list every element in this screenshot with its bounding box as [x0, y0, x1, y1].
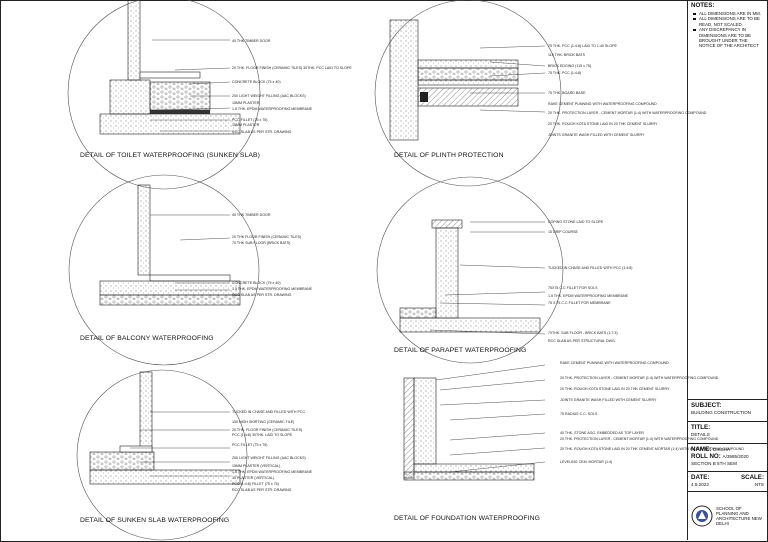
name-cell: NAME: DIKSHA ROLL NO: A/3985/2020 SECTIO… — [688, 444, 767, 472]
detail-balcony-label: 70 THK SUB FLOOR (BRICK BATS) — [232, 241, 291, 245]
section-value: SECTION B 5TH SEM — [691, 461, 737, 466]
subject-cell: SUBJECT: BUILDING CONSTRUCTION — [688, 400, 767, 422]
date-label: DATE: — [691, 474, 710, 481]
note-item: ANY DISCREPANCY IN DIMENSIONS ARE TO BE … — [691, 27, 764, 49]
detail-parapet-label: TUCKED IN CHASE AND FILLED WITH PCC (1:4… — [548, 266, 633, 270]
detail-foundation-label: 20 THK. PROTECTION LAYER - CEMENT MORTAR… — [560, 376, 719, 380]
detail-sunken-caption: DETAIL OF SUNKEN SLAB WATERPROOFING — [80, 517, 230, 524]
title-block: NOTES: ALL DIMENSIONS ARE IN MM. ALL DIM… — [687, 0, 767, 540]
detail-foundation-label: LEVELING CEM. MORTAR (1:4) — [560, 460, 613, 464]
detail-sunken-label: RCC SLAB AS PER STR. DRAWING — [232, 488, 292, 492]
detail-plinth-label: 20 THK. ROUGH KOTA STONE LAID IN 20 THK … — [548, 122, 658, 126]
detail-toilet-label: 20 THK. FLOOR FINISH (CERAMIC TILES) 30T… — [232, 66, 352, 70]
date-scale-cell: DATE: SCALE: 4.9.2022 NTS — [688, 472, 767, 492]
detail-sunken-label: PCC (1:4:8) FILLET (75 x 75) — [232, 482, 279, 486]
detail-plinth-label: JOINTS GRANITE WASH FILLED WITH CEMENT S… — [548, 133, 645, 137]
detail-plinth-label: BRICK EDGING (115 x 75) — [548, 64, 592, 68]
detail-plinth-label: 115 THK. BRICK BATS — [548, 53, 585, 57]
name-row: NAME: DIKSHA — [691, 446, 764, 453]
detail-sunken-label: 150 HIGH SKIRTING (CERAMIC TILE) — [232, 420, 295, 424]
detail-balcony-caption: DETAIL OF BALCONY WATERPROOFING — [80, 335, 214, 342]
detail-sunken-label: PCC (1:4:8) 30THK. LAID TO SLOPE — [232, 433, 292, 437]
roll-value: A/3985/2020 — [722, 454, 749, 459]
detail-sunken-label: 200 LIGHT WEIGHT FILLING (AAC BLOCKS) — [232, 456, 306, 460]
notes-heading: NOTES: — [691, 2, 715, 9]
name-label: NAME: — [691, 446, 712, 453]
detail-sunken-slab-drawing — [76, 369, 248, 541]
detail-toilet-label: PCC FILLET (75 x 75) — [232, 118, 268, 122]
detail-parapet-label: 75X75 C.C FILLET FOR SOLS — [548, 286, 598, 290]
detail-foundation-label: 20 THK. PROTECTION LAYER - CEMENT MORTAR… — [560, 437, 719, 441]
notes-panel: NOTES: ALL DIMENSIONS ARE IN MM. ALL DIM… — [688, 0, 767, 400]
school-cell: SCHOOL OF PLANNING AND ARCHITECTURE NEW … — [688, 492, 767, 540]
date-scale-values: 4.9.2022 NTS — [691, 482, 764, 487]
detail-balcony-label: CONCRETE BLOCK (75 x 40) — [232, 281, 281, 285]
detail-foundation-label: 20 THK. ROUGH KOTA STONE LAID IN 20 THK … — [560, 447, 744, 451]
detail-parapet-label: 70THK. SUB FLOOR - BRICK BATS (1:7:3) — [548, 331, 618, 335]
detail-sunken-label: 15MM PLASTER (VERTICAL) — [232, 464, 281, 468]
school-logo-icon — [691, 505, 713, 527]
detail-foundation-label: JOINTS GRANITE WASH FILLED WITH CEMENT S… — [560, 398, 657, 402]
note-item: ALL DIMENSIONS ARE TO BE READ, NOT SCALE… — [691, 16, 764, 27]
detail-plinth-label: RAKE CEMENT PUNNING WITH WATERPROOFING C… — [548, 102, 657, 106]
detail-parapet-label: 1.5 THK. EPDM WATERPROOFING MEMBRANE — [548, 294, 629, 298]
detail-foundation-label: RAKE CEMENT PUNNING WITH WATERPROOFING C… — [560, 361, 669, 365]
title-label: TITLE: — [691, 424, 711, 431]
detail-parapet-label: RCC SLAB AS PER STRUCTURAL DWG. — [548, 339, 616, 343]
detail-toilet-drawing — [67, 0, 261, 190]
detail-foundation-label: 20 THK. ROUGH KOTA STONE LAID IN 20 THK … — [560, 387, 670, 391]
detail-balcony-drawing — [68, 174, 260, 366]
date-scale-labels: DATE: SCALE: — [691, 474, 764, 481]
detail-balcony-label: 20 THK FLOOR FINISH (CERAMIC TILES) — [232, 235, 302, 239]
name-value: DIKSHA — [713, 447, 731, 452]
detail-parapet-label: 15 DRIP COURSE — [548, 230, 578, 234]
roll-row: ROLL NO: A/3985/2020 — [691, 453, 764, 460]
detail-toilet-label: 40 THK TIMBER DOOR — [232, 39, 271, 43]
detail-foundation-label: 40 THK. STONE AGG. EMBEDDED AS TOP LAYER — [560, 431, 644, 435]
detail-toilet-label: 1.5 THK. EPDM WATERPROOFING MEMBRANE — [232, 107, 313, 111]
roll-label: ROLL NO: — [691, 453, 721, 460]
detail-balcony-label: 40 THK TIMBER DOOR — [232, 213, 271, 217]
detail-toilet-label: CONCRETE BLOCK (75 x 40) — [232, 80, 281, 84]
detail-plinth-label: 75 THK. PCC (1:4:8) LAID TO 1:40 SLOPE — [548, 44, 617, 48]
detail-plinth-label: 75 THK. PCC (1:4:8) — [548, 71, 582, 75]
detail-parapet-label: COPING STONE LAID TO SLOPE — [548, 220, 604, 224]
detail-toilet-label: 15MM PLASTER — [232, 123, 260, 127]
scale-label: SCALE: — [740, 474, 764, 481]
detail-toilet-label: 15MM PLASTER — [232, 101, 260, 105]
detail-foundation-drawing — [403, 364, 546, 481]
detail-balcony-label: RCC SLAB AS PER STR. DRAWING — [232, 293, 292, 297]
note-item: ALL DIMENSIONS ARE IN MM. — [691, 11, 764, 16]
detail-sunken-label: PCC FILLET (75 x 75) — [232, 443, 268, 447]
detail-parapet-caption: DETAIL OF PARAPET WATERPROOFING — [394, 347, 527, 354]
detail-toilet-label: RCC SLAB AS PER STR. DRAWING — [232, 130, 292, 134]
title-value: DETAILS — [691, 432, 710, 437]
detail-sunken-label: 20 THK. FLOOR FINISH (CERAMIC TILES) — [232, 428, 303, 432]
detail-plinth-label: 75 THK. BOARD BASE — [548, 91, 586, 95]
subject-label: SUBJECT: — [691, 402, 722, 409]
title-cell: TITLE: DETAILS — [688, 422, 767, 444]
detail-sunken-label: TUCKED IN CHASE AND FILLED WITH PCC — [232, 410, 306, 414]
date-value: 4.9.2022 — [691, 482, 709, 487]
detail-toilet-label: 200 LIGHT WEIGHT FILLING (AAC BLOCKS) — [232, 94, 306, 98]
detail-foundation-label: 75 RADIUS C.C. SOLS — [560, 412, 598, 416]
detail-plinth-label: 20 THK. PROTECTION LAYER - CEMENT MORTAR… — [548, 111, 707, 115]
notes-list: ALL DIMENSIONS ARE IN MM. ALL DIMENSIONS… — [691, 11, 764, 49]
detail-plinth-drawing — [374, 0, 562, 187]
detail-parapet-drawing — [376, 176, 564, 364]
detail-sunken-label: 15 PLASTER (VERTICAL) — [232, 476, 275, 480]
detail-balcony-label: 1.5 THK. EPDM WATERPROOFING MEMBRANE — [232, 287, 313, 291]
detail-toilet-caption: DETAIL OF TOILET WATERPROOFING (SUNKEN S… — [80, 152, 261, 159]
detail-parapet-label: 75 X 75 C.C FILLET FOR MEMBRANE — [548, 301, 611, 305]
detail-foundation-caption: DETAIL OF FOUNDATION WATERPROOFING — [394, 515, 541, 522]
school-name: SCHOOL OF PLANNING AND ARCHITECTURE NEW … — [716, 505, 762, 527]
scale-value: NTS — [754, 482, 764, 487]
detail-sunken-label: 1.5 THK. EPDM WATERPROOFING MEMBRANE — [232, 470, 313, 474]
detail-plinth-caption: DETAIL OF PLINTH PROTECTION — [394, 152, 504, 159]
subject-value: BUILDING CONSTRUCTION — [691, 410, 751, 415]
